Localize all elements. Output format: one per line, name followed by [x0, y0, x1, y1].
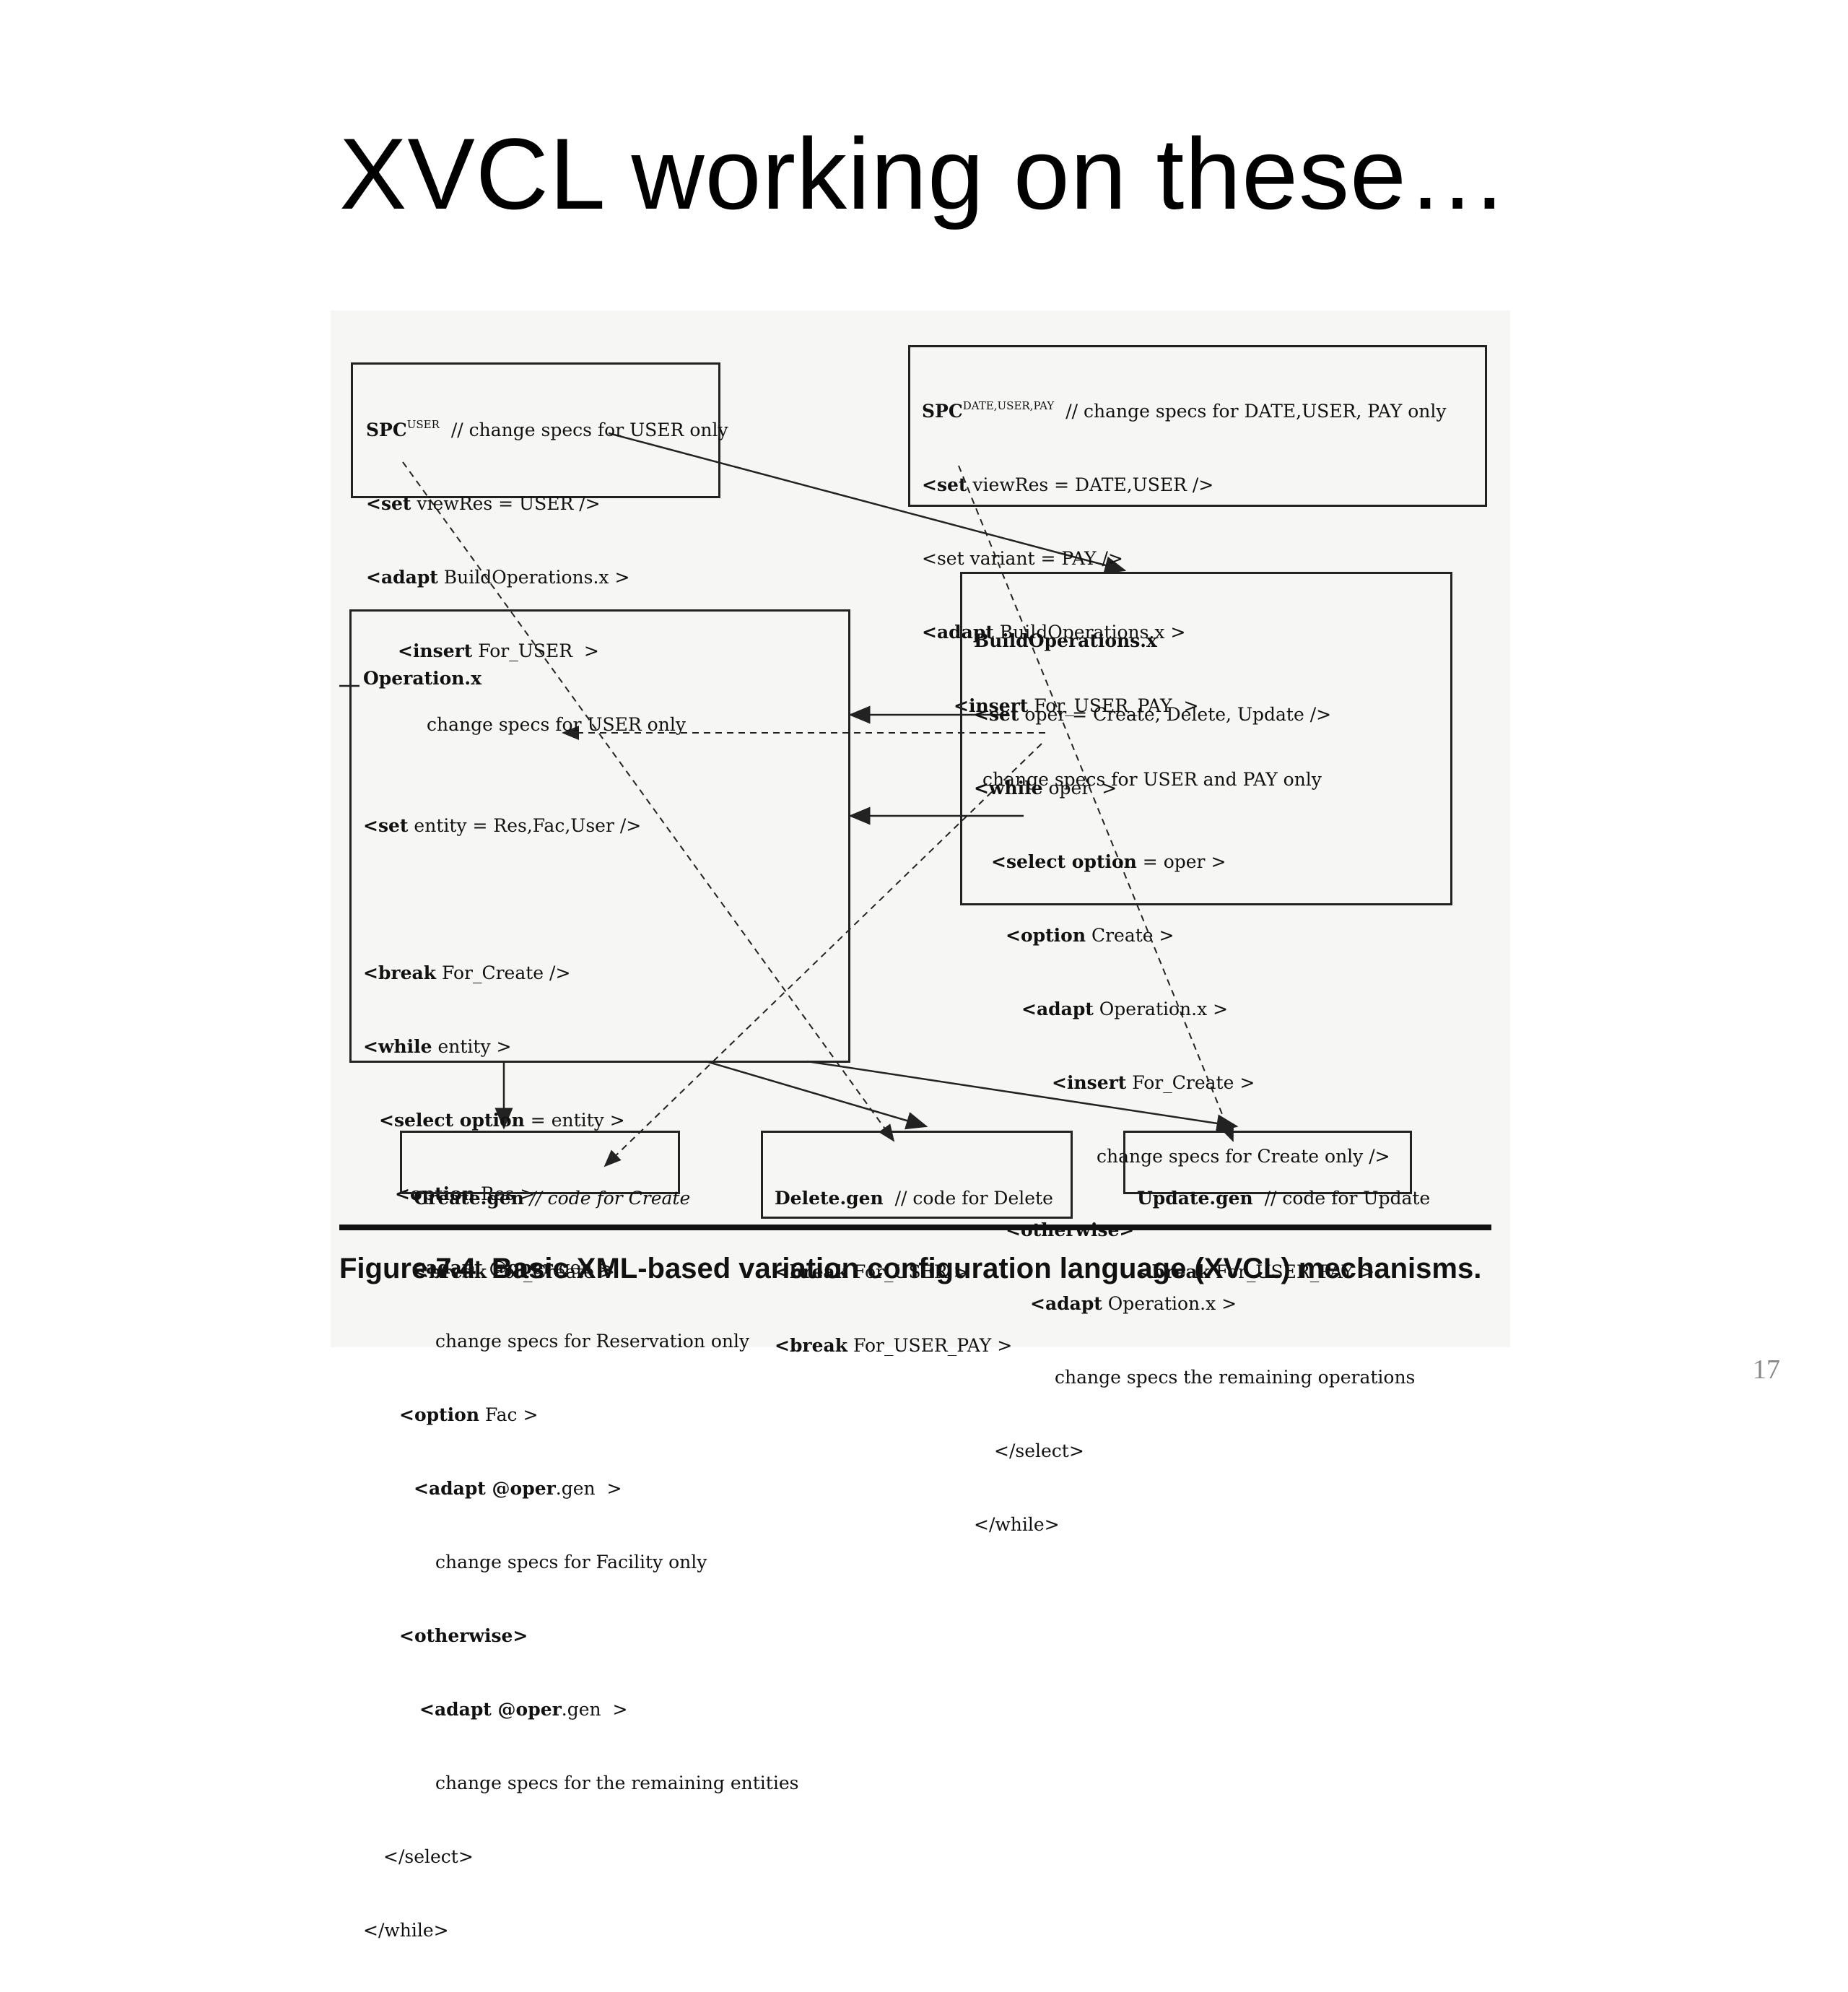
- operation-l12-kw: <adapt @oper: [419, 1699, 562, 1720]
- operation-l1-rest: entity = Res,Fac,User />: [408, 815, 642, 836]
- update-gen-head: Update.gen: [1137, 1188, 1253, 1209]
- operation-l3-rest: entity >: [432, 1036, 512, 1057]
- spc-date-body: change specs for USER and PAY only: [982, 769, 1322, 790]
- update-gen-l2-kw: <break: [1137, 1261, 1211, 1282]
- spc-date-set2: <set variant = PAY />: [922, 548, 1123, 569]
- dashed-insert-user-to-delete: [402, 461, 895, 1142]
- operation-l2-kw: <break: [363, 962, 437, 983]
- create-gen-l2-rest: For_Create >: [487, 1261, 615, 1282]
- operation-l6-rest: .gen >: [552, 1257, 614, 1278]
- spc-user-adapt-rest: BuildOperations.x >: [437, 567, 630, 588]
- delete-gen-head: Delete.gen: [775, 1188, 884, 1209]
- create-gen-comment: // code for Create: [523, 1188, 691, 1209]
- operation-box: Operation.x <set entity = Res,Fac,User /…: [349, 609, 850, 1941]
- spc-user-head: SPC: [366, 419, 407, 440]
- build-ops-l4-kw: <option: [1006, 925, 1086, 946]
- build-ops-l5-kw: <adapt: [1021, 999, 1094, 1019]
- build-ops-l7: change specs for Create only />: [1097, 1146, 1390, 1167]
- build-ops-l5-rest: Operation.x >: [1093, 999, 1229, 1019]
- build-ops-l3-rest: = oper >: [1136, 851, 1226, 872]
- spc-date-user-pay-box: SPCDATE,USER,PAY // change specs for DAT…: [908, 345, 1487, 790]
- operation-l7: change specs for Reservation only: [435, 1331, 750, 1352]
- spc-user-insert-rest: For_USER >: [472, 640, 599, 661]
- operation-l4-kw: <select option: [379, 1110, 525, 1131]
- operation-l6-kw: <adapt @oper: [411, 1257, 553, 1278]
- operation-l3-kw: <while: [363, 1036, 432, 1057]
- spc-date-insert-rest: For_USER_PAY >: [1028, 695, 1199, 716]
- build-ops-l4-rest: Create >: [1086, 925, 1174, 946]
- operation-l13: change specs for the remaining entities: [435, 1773, 799, 1793]
- slide-title: XVCL working on these…: [339, 117, 1509, 230]
- spc-date-set-rest: viewRes = DATE,USER />: [967, 474, 1214, 495]
- build-ops-l10: change specs the remaining operations: [1055, 1367, 1416, 1388]
- update-gen-comment: // code for Update: [1252, 1188, 1431, 1209]
- operation-l2-rest: For_Create />: [436, 962, 571, 983]
- caption-rule: [339, 1225, 1491, 1230]
- build-ops-l2-rest: oper >: [1042, 778, 1117, 799]
- build-ops-l3-kw: <select option: [991, 851, 1137, 872]
- arrow-op-to-update: [806, 1060, 1239, 1133]
- update-gen-box: Update.gen // code for Update <break For…: [1123, 1131, 1430, 1282]
- create-gen-l2-kw: <break: [414, 1261, 487, 1282]
- operation-title: Operation.x: [363, 668, 482, 689]
- operation-l1-kw: <set: [363, 815, 409, 836]
- update-gen-l2-rest: For_USER_PAY >: [1210, 1261, 1375, 1282]
- build-ops-l9-kw: <adapt: [1030, 1293, 1102, 1314]
- build-operations-box: BuildOperations.x <set oper = Create, De…: [960, 572, 1452, 1535]
- dashed-insert-userpay-to-update: [958, 465, 1234, 1142]
- delete-gen-l3-kw: <break: [775, 1335, 848, 1356]
- spc-user-set-kw: <set: [366, 493, 411, 514]
- operation-l9-rest: .gen >: [555, 1478, 622, 1499]
- delete-gen-l2-kw: <break: [775, 1261, 848, 1282]
- operation-l10: change specs for Facility only: [435, 1552, 707, 1573]
- spc-date-insert-kw: <insert: [954, 695, 1029, 716]
- build-ops-l6-rest: For_Create >: [1126, 1072, 1255, 1093]
- spc-date-adapt-kw: <adapt: [922, 622, 994, 643]
- build-ops-l12: </while>: [974, 1514, 1060, 1535]
- delete-gen-l3-rest: For_USER_PAY >: [847, 1335, 1013, 1356]
- build-ops-l1-rest: oper = Create, Delete, Update />: [1019, 704, 1332, 725]
- diagram-arrows: [339, 432, 1239, 1167]
- dashed-insert-create-to-create-gen: [603, 743, 1042, 1167]
- spc-date-comment: // change specs for DATE,USER, PAY only: [1065, 401, 1447, 422]
- caption-number: Figure 7.4: [339, 1253, 476, 1284]
- create-gen-box: Create.gen // code for Create <break For…: [400, 1131, 690, 1282]
- spc-date-head: SPC: [922, 401, 963, 422]
- operation-l4-rest: = entity >: [524, 1110, 625, 1131]
- delete-gen-l2-rest: For_USER >: [847, 1261, 969, 1282]
- spc-user-set-rest: viewRes = USER />: [411, 493, 601, 514]
- operation-l14: </select>: [383, 1846, 474, 1867]
- build-ops-title: BuildOperations.x: [974, 630, 1157, 651]
- arrow-spc-user-to-buildops: [608, 432, 1127, 575]
- build-ops-l2-kw: <while: [974, 778, 1043, 799]
- build-ops-l11: </select>: [994, 1440, 1084, 1461]
- operation-l9-kw: <adapt @oper: [414, 1478, 556, 1499]
- spc-date-set-kw: <set: [922, 474, 967, 495]
- figure-caption: Figure 7.4 Basic XML-based variation conf…: [339, 1249, 1487, 1288]
- operation-l15: </while>: [363, 1920, 449, 1941]
- operation-l8-kw: <option: [399, 1404, 479, 1425]
- spc-date-sup: DATE,USER,PAY: [962, 399, 1055, 412]
- operation-l8-rest: Fac >: [479, 1404, 539, 1425]
- create-gen-head: Create.gen: [414, 1188, 524, 1209]
- spc-user-sup: USER: [406, 418, 440, 431]
- arrow-op-to-delete: [705, 1060, 928, 1130]
- build-ops-l9-rest: Operation.x >: [1102, 1293, 1237, 1314]
- delete-gen-box: Delete.gen // code for Delete <break For…: [761, 1131, 1073, 1356]
- delete-gen-comment: // code for Delete: [883, 1188, 1053, 1209]
- build-ops-l1-kw: <set: [974, 704, 1019, 725]
- spc-user-comment: // change specs for USER only: [450, 419, 728, 440]
- operation-l12-rest: .gen >: [561, 1699, 628, 1720]
- caption-text: Basic XML-based variation configuration …: [491, 1253, 1482, 1284]
- spc-user-box: SPCUSER // change specs for USER only <s…: [351, 362, 728, 735]
- spc-user-insert-kw: <insert: [398, 640, 473, 661]
- figure: SPCUSER // change specs for USER only <s…: [331, 310, 1510, 1941]
- spc-user-body: change specs for USER only: [427, 714, 686, 735]
- operation-l11-kw: <otherwise>: [399, 1625, 528, 1646]
- spc-user-adapt-kw: <adapt: [366, 567, 438, 588]
- build-ops-l6-kw: <insert: [1052, 1072, 1127, 1093]
- spc-date-adapt-rest: BuildOperations.x >: [993, 622, 1186, 643]
- page-number: 17: [1753, 1354, 1780, 1385]
